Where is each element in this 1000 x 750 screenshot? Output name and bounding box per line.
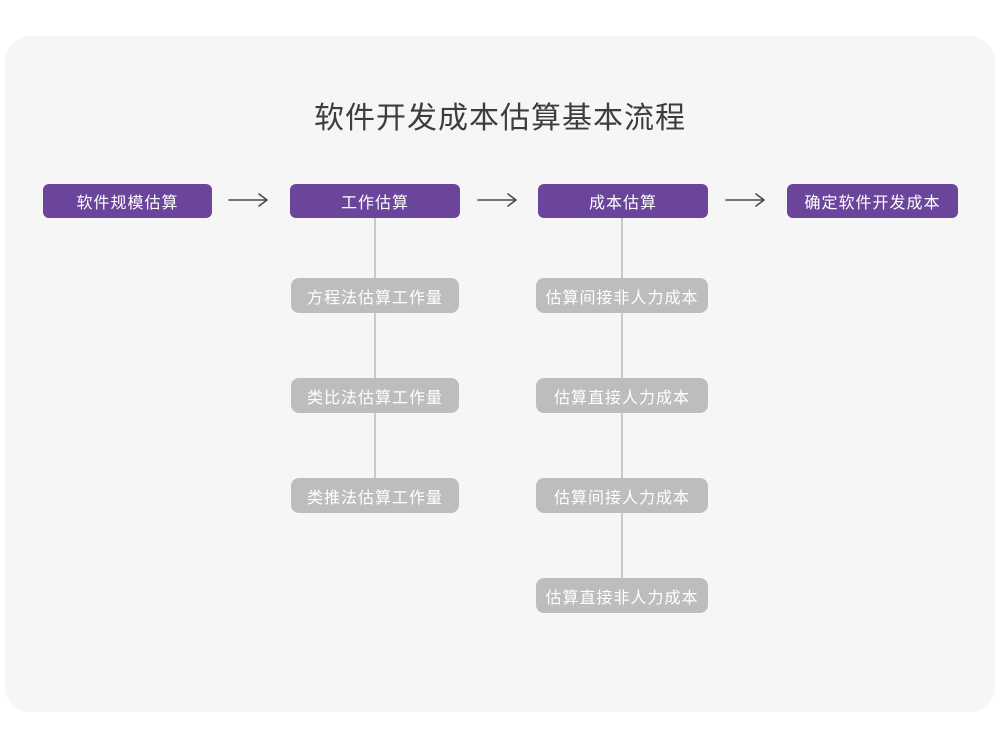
subnode-extrapolation-method-workload: 类推法估算工作量 — [291, 478, 459, 513]
subnode-equation-method-workload: 方程法估算工作量 — [291, 278, 459, 313]
right-arrow-icon — [477, 193, 517, 207]
node-label: 估算直接人力成本 — [553, 389, 690, 407]
subnode-analogy-method-workload: 类比法估算工作量 — [291, 378, 459, 413]
node-determine-development-cost: 确定软件开发成本 — [787, 184, 958, 218]
node-label: 软件规模估算 — [76, 195, 179, 212]
node-software-scale-estimation: 软件规模估算 — [43, 184, 212, 218]
node-label: 类比法估算工作量 — [306, 389, 443, 407]
node-label: 估算直接非人力成本 — [545, 589, 699, 607]
subnode-direct-nonlabor-cost: 估算直接非人力成本 — [536, 578, 708, 613]
node-label: 工作估算 — [340, 195, 409, 212]
subnode-indirect-nonlabor-cost: 估算间接非人力成本 — [536, 278, 708, 313]
connector-line-work-column — [374, 218, 376, 478]
node-cost-estimation: 成本估算 — [538, 184, 708, 218]
right-arrow-icon — [228, 193, 268, 207]
node-label: 估算间接非人力成本 — [545, 289, 699, 307]
node-label: 确定软件开发成本 — [804, 195, 941, 212]
node-label: 成本估算 — [588, 195, 657, 212]
node-label: 方程法估算工作量 — [306, 289, 443, 307]
subnode-indirect-labor-cost: 估算间接人力成本 — [536, 478, 708, 513]
node-work-estimation: 工作估算 — [290, 184, 460, 218]
right-arrow-icon — [725, 193, 765, 207]
node-label: 类推法估算工作量 — [306, 489, 443, 507]
subnode-direct-labor-cost: 估算直接人力成本 — [536, 378, 708, 413]
node-label: 估算间接人力成本 — [553, 489, 690, 507]
diagram-canvas — [5, 36, 995, 712]
diagram-title: 软件开发成本估算基本流程 — [314, 102, 686, 135]
